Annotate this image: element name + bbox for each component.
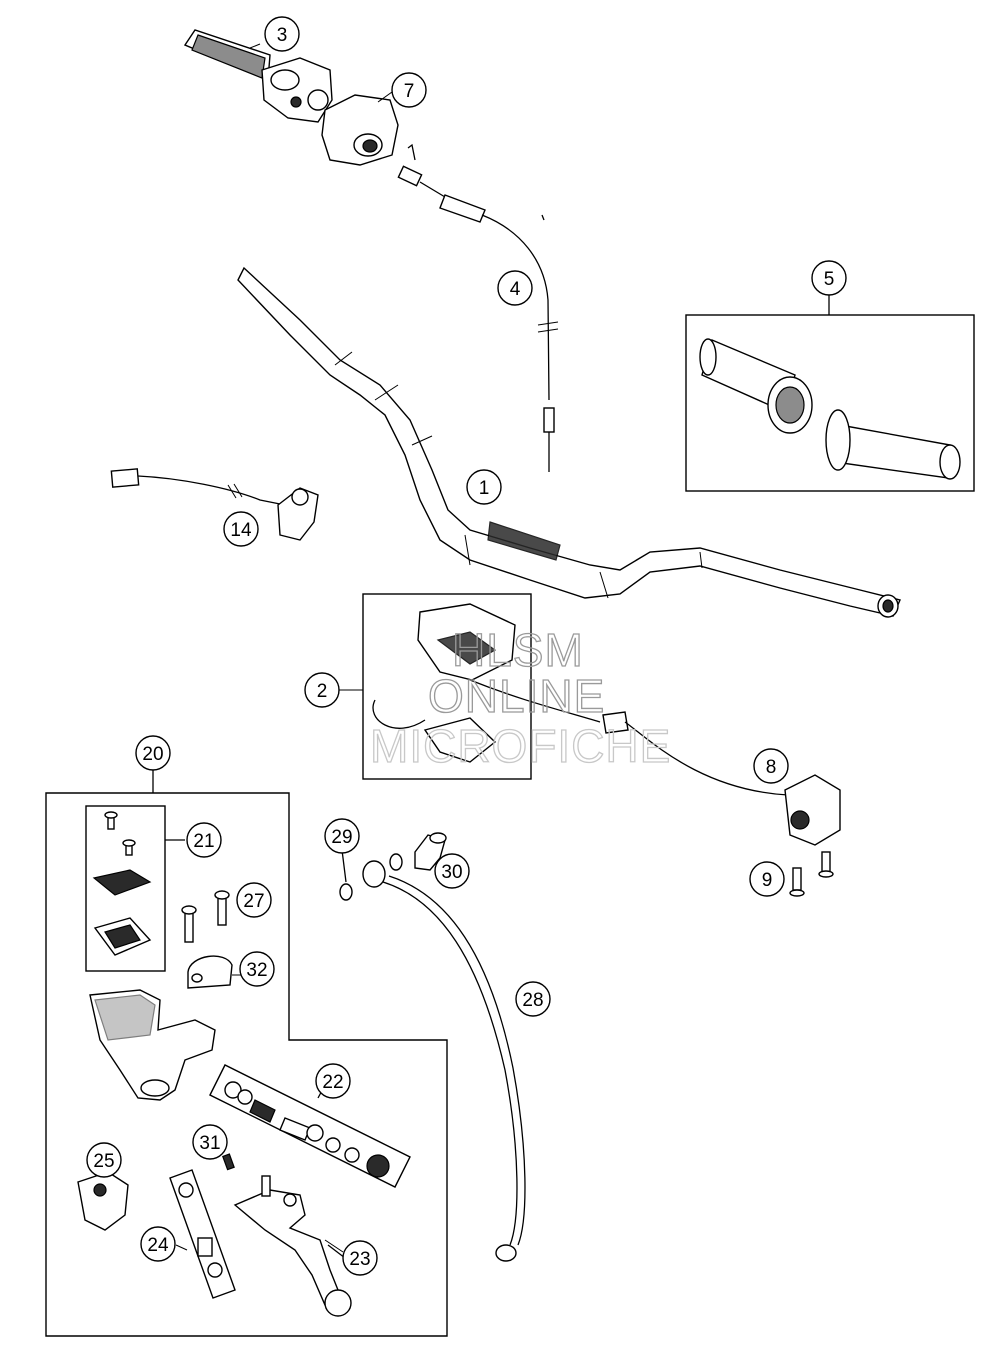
callout-label-2: 2 <box>317 681 328 702</box>
callout-20: 20 <box>135 735 171 771</box>
callout-25: 25 <box>86 1142 122 1178</box>
callout-14: 14 <box>223 511 259 547</box>
callout-label-21: 21 <box>193 831 214 852</box>
throttle-cable <box>397 143 559 472</box>
watermark: HLSM ONLINE MICROFICHE <box>369 623 671 772</box>
callout-23: 23 <box>342 1240 378 1276</box>
callout-2: 2 <box>304 672 340 708</box>
start-button <box>602 711 841 846</box>
handlebar <box>237 266 901 618</box>
callout-label-20: 20 <box>142 744 163 765</box>
callout-label-24: 24 <box>147 1235 169 1256</box>
callout-label-3: 3 <box>277 25 288 46</box>
callout-27: 27 <box>236 882 272 918</box>
callout-label-8: 8 <box>766 757 777 778</box>
callout-29: 29 <box>324 818 360 854</box>
piston-kit <box>209 1064 411 1188</box>
throttle-housing <box>321 94 399 166</box>
callout-label-14: 14 <box>230 520 252 541</box>
set-screw-31 <box>222 1153 235 1171</box>
throttle-grip <box>183 29 333 123</box>
callout-30: 30 <box>434 853 470 889</box>
grip-set-box <box>685 295 975 492</box>
callout-label-32: 32 <box>246 960 267 981</box>
clamp-32 <box>187 955 233 989</box>
callout-label-1: 1 <box>479 478 490 499</box>
callout-28: 28 <box>515 981 551 1017</box>
callout-24: 24 <box>140 1226 176 1262</box>
washers-29 <box>339 849 403 901</box>
callout-label-27: 27 <box>243 891 264 912</box>
callout-31: 31 <box>192 1124 228 1160</box>
callout-8: 8 <box>753 748 789 784</box>
watermark-line-1: HLSM <box>452 624 584 676</box>
callout-21: 21 <box>186 822 222 858</box>
callout-label-23: 23 <box>349 1249 370 1270</box>
watermark-line-2: ONLINE <box>428 670 605 722</box>
callout-3: 3 <box>264 16 300 52</box>
callout-label-22: 22 <box>322 1072 343 1093</box>
callout-label-25: 25 <box>93 1151 114 1172</box>
callout-4: 4 <box>497 270 533 306</box>
bolts-27 <box>181 890 230 943</box>
map-switch-box <box>362 593 601 780</box>
brake-hose <box>362 860 526 1262</box>
brake-lever <box>233 1175 352 1317</box>
callout-7: 7 <box>391 72 427 108</box>
adjuster-25 <box>77 1171 129 1231</box>
callout-32: 32 <box>239 951 275 987</box>
callout-22: 22 <box>315 1063 351 1099</box>
watermark-line-3: MICROFICHE <box>370 720 671 772</box>
reservoir-cap-box <box>85 805 185 972</box>
screws-9 <box>789 851 834 897</box>
callout-label-7: 7 <box>404 81 415 102</box>
callout-label-30: 30 <box>441 862 462 883</box>
pivot-set-24 <box>169 1169 236 1299</box>
master-cylinder-body <box>89 989 216 1101</box>
callout-label-31: 31 <box>199 1133 220 1154</box>
callout-9: 9 <box>749 861 785 897</box>
callout-label-9: 9 <box>762 870 773 891</box>
callout-label-28: 28 <box>522 990 543 1011</box>
kill-switch <box>110 468 319 541</box>
callout-label-5: 5 <box>824 269 835 290</box>
callout-5: 5 <box>811 260 847 296</box>
callout-label-4: 4 <box>510 279 521 300</box>
callout-1: 1 <box>466 469 502 505</box>
callout-label-29: 29 <box>331 827 352 848</box>
